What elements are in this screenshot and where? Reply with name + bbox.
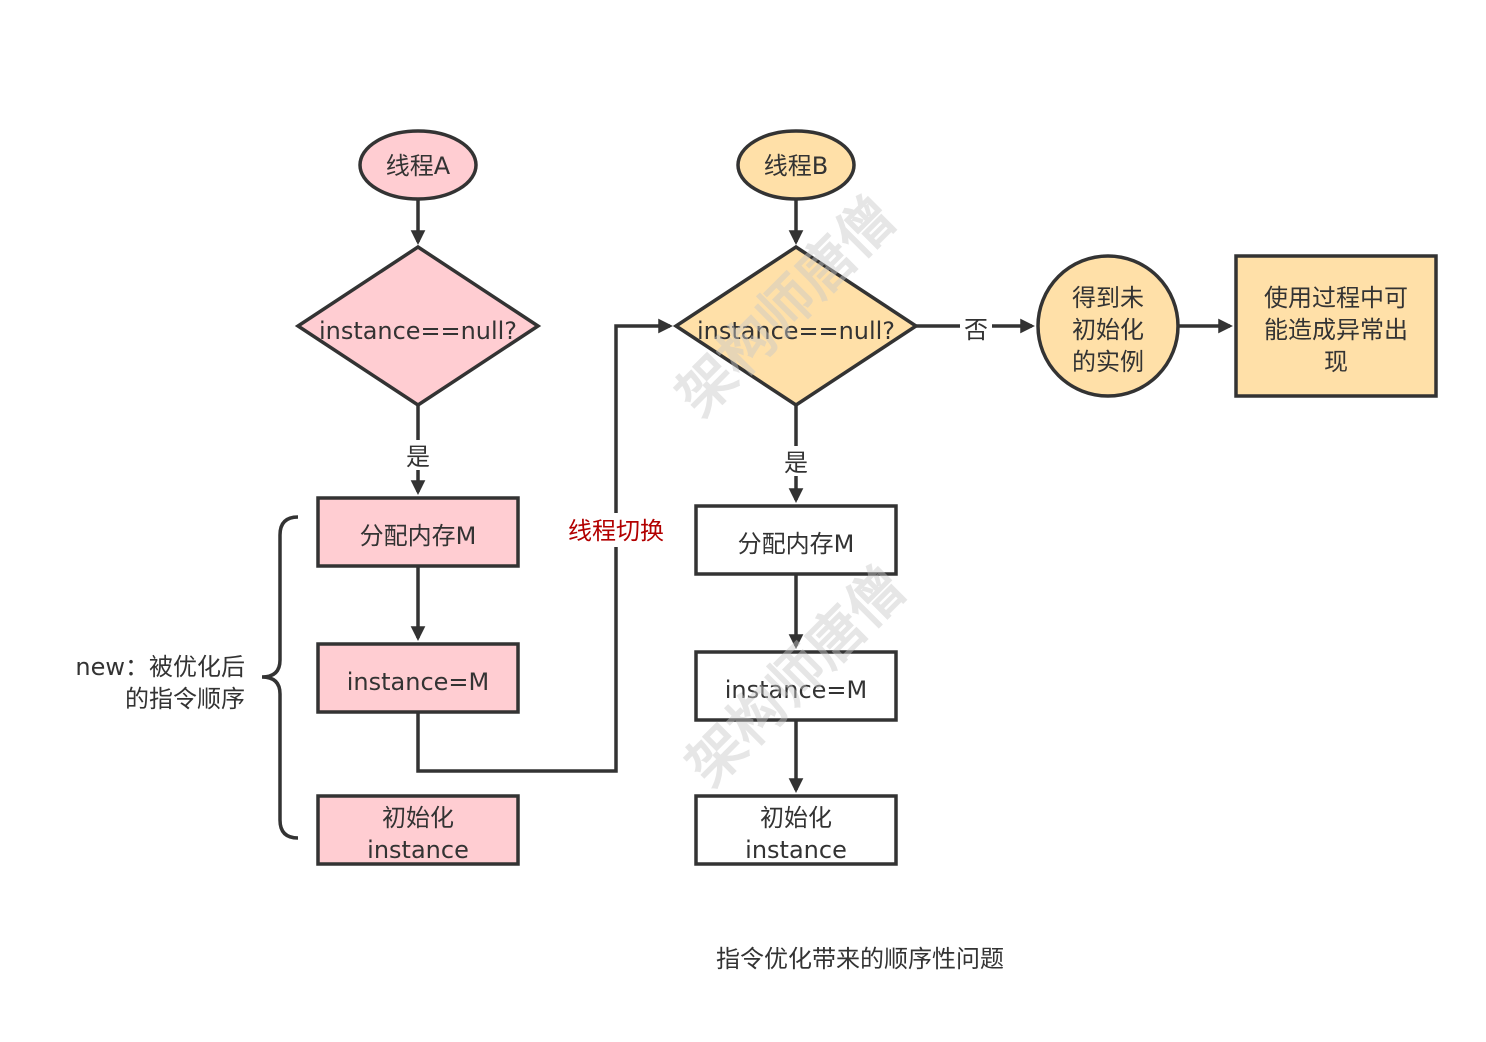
brace-label-line2: 的指令顺序	[125, 685, 245, 713]
thread-a-yes-label-bg	[402, 440, 434, 470]
thread-b-yes-label: 是	[784, 449, 808, 477]
thread-b-outcome-box	[1234, 254, 1438, 398]
thread-b-assign-label: instance=M	[725, 676, 868, 704]
thread-b-result-label-line3: 的实例	[1072, 348, 1144, 376]
thread-b-alloc-label: 分配内存M	[738, 530, 855, 558]
thread-b-init-box	[694, 794, 898, 866]
thread-a-alloc-label: 分配内存M	[360, 522, 477, 550]
thread-switch-label: 线程切换	[568, 517, 664, 545]
thread-b-assign-box	[694, 650, 898, 722]
thread-a-yes-label: 是	[406, 443, 430, 471]
thread-b-result-label-line2: 初始化	[1072, 316, 1144, 344]
thread-switch-edge	[416, 318, 673, 773]
brace-label-line1: new：被优化后	[75, 653, 245, 681]
thread-b-outcome-label-line2: 能造成异常出	[1264, 316, 1408, 344]
thread-a-init-box	[316, 794, 520, 866]
thread-b-outcome-label-line1: 使用过程中可	[1264, 284, 1408, 312]
thread-b-result-label-line1: 得到未	[1072, 284, 1144, 312]
thread-b-yes-label-bg	[780, 446, 812, 476]
thread-a-alloc-box	[316, 496, 520, 568]
thread-b-init-label-line2: instance	[745, 836, 847, 864]
thread-switch-label-bg	[562, 513, 670, 547]
thread-b-outcome-label-line3: 现	[1324, 348, 1348, 376]
thread-a-init-label-line2: instance	[367, 836, 469, 864]
thread-a-init-label-line1: 初始化	[382, 804, 454, 832]
thread-a-assign-label: instance=M	[347, 668, 490, 696]
thread-b-no-label: 否	[964, 316, 988, 344]
thread-b-init-label-line1: 初始化	[760, 804, 832, 832]
thread-a-decision-label: instance==null?	[319, 317, 517, 345]
thread-b-no-label-bg	[960, 312, 992, 342]
thread-b-start-label: 线程B	[764, 152, 828, 180]
instruction-order-brace	[261, 515, 299, 840]
thread-b-decision-label: instance==null?	[697, 317, 895, 345]
diagram-caption: 指令优化带来的顺序性问题	[716, 945, 1004, 973]
thread-a-start-label: 线程A	[386, 152, 451, 180]
